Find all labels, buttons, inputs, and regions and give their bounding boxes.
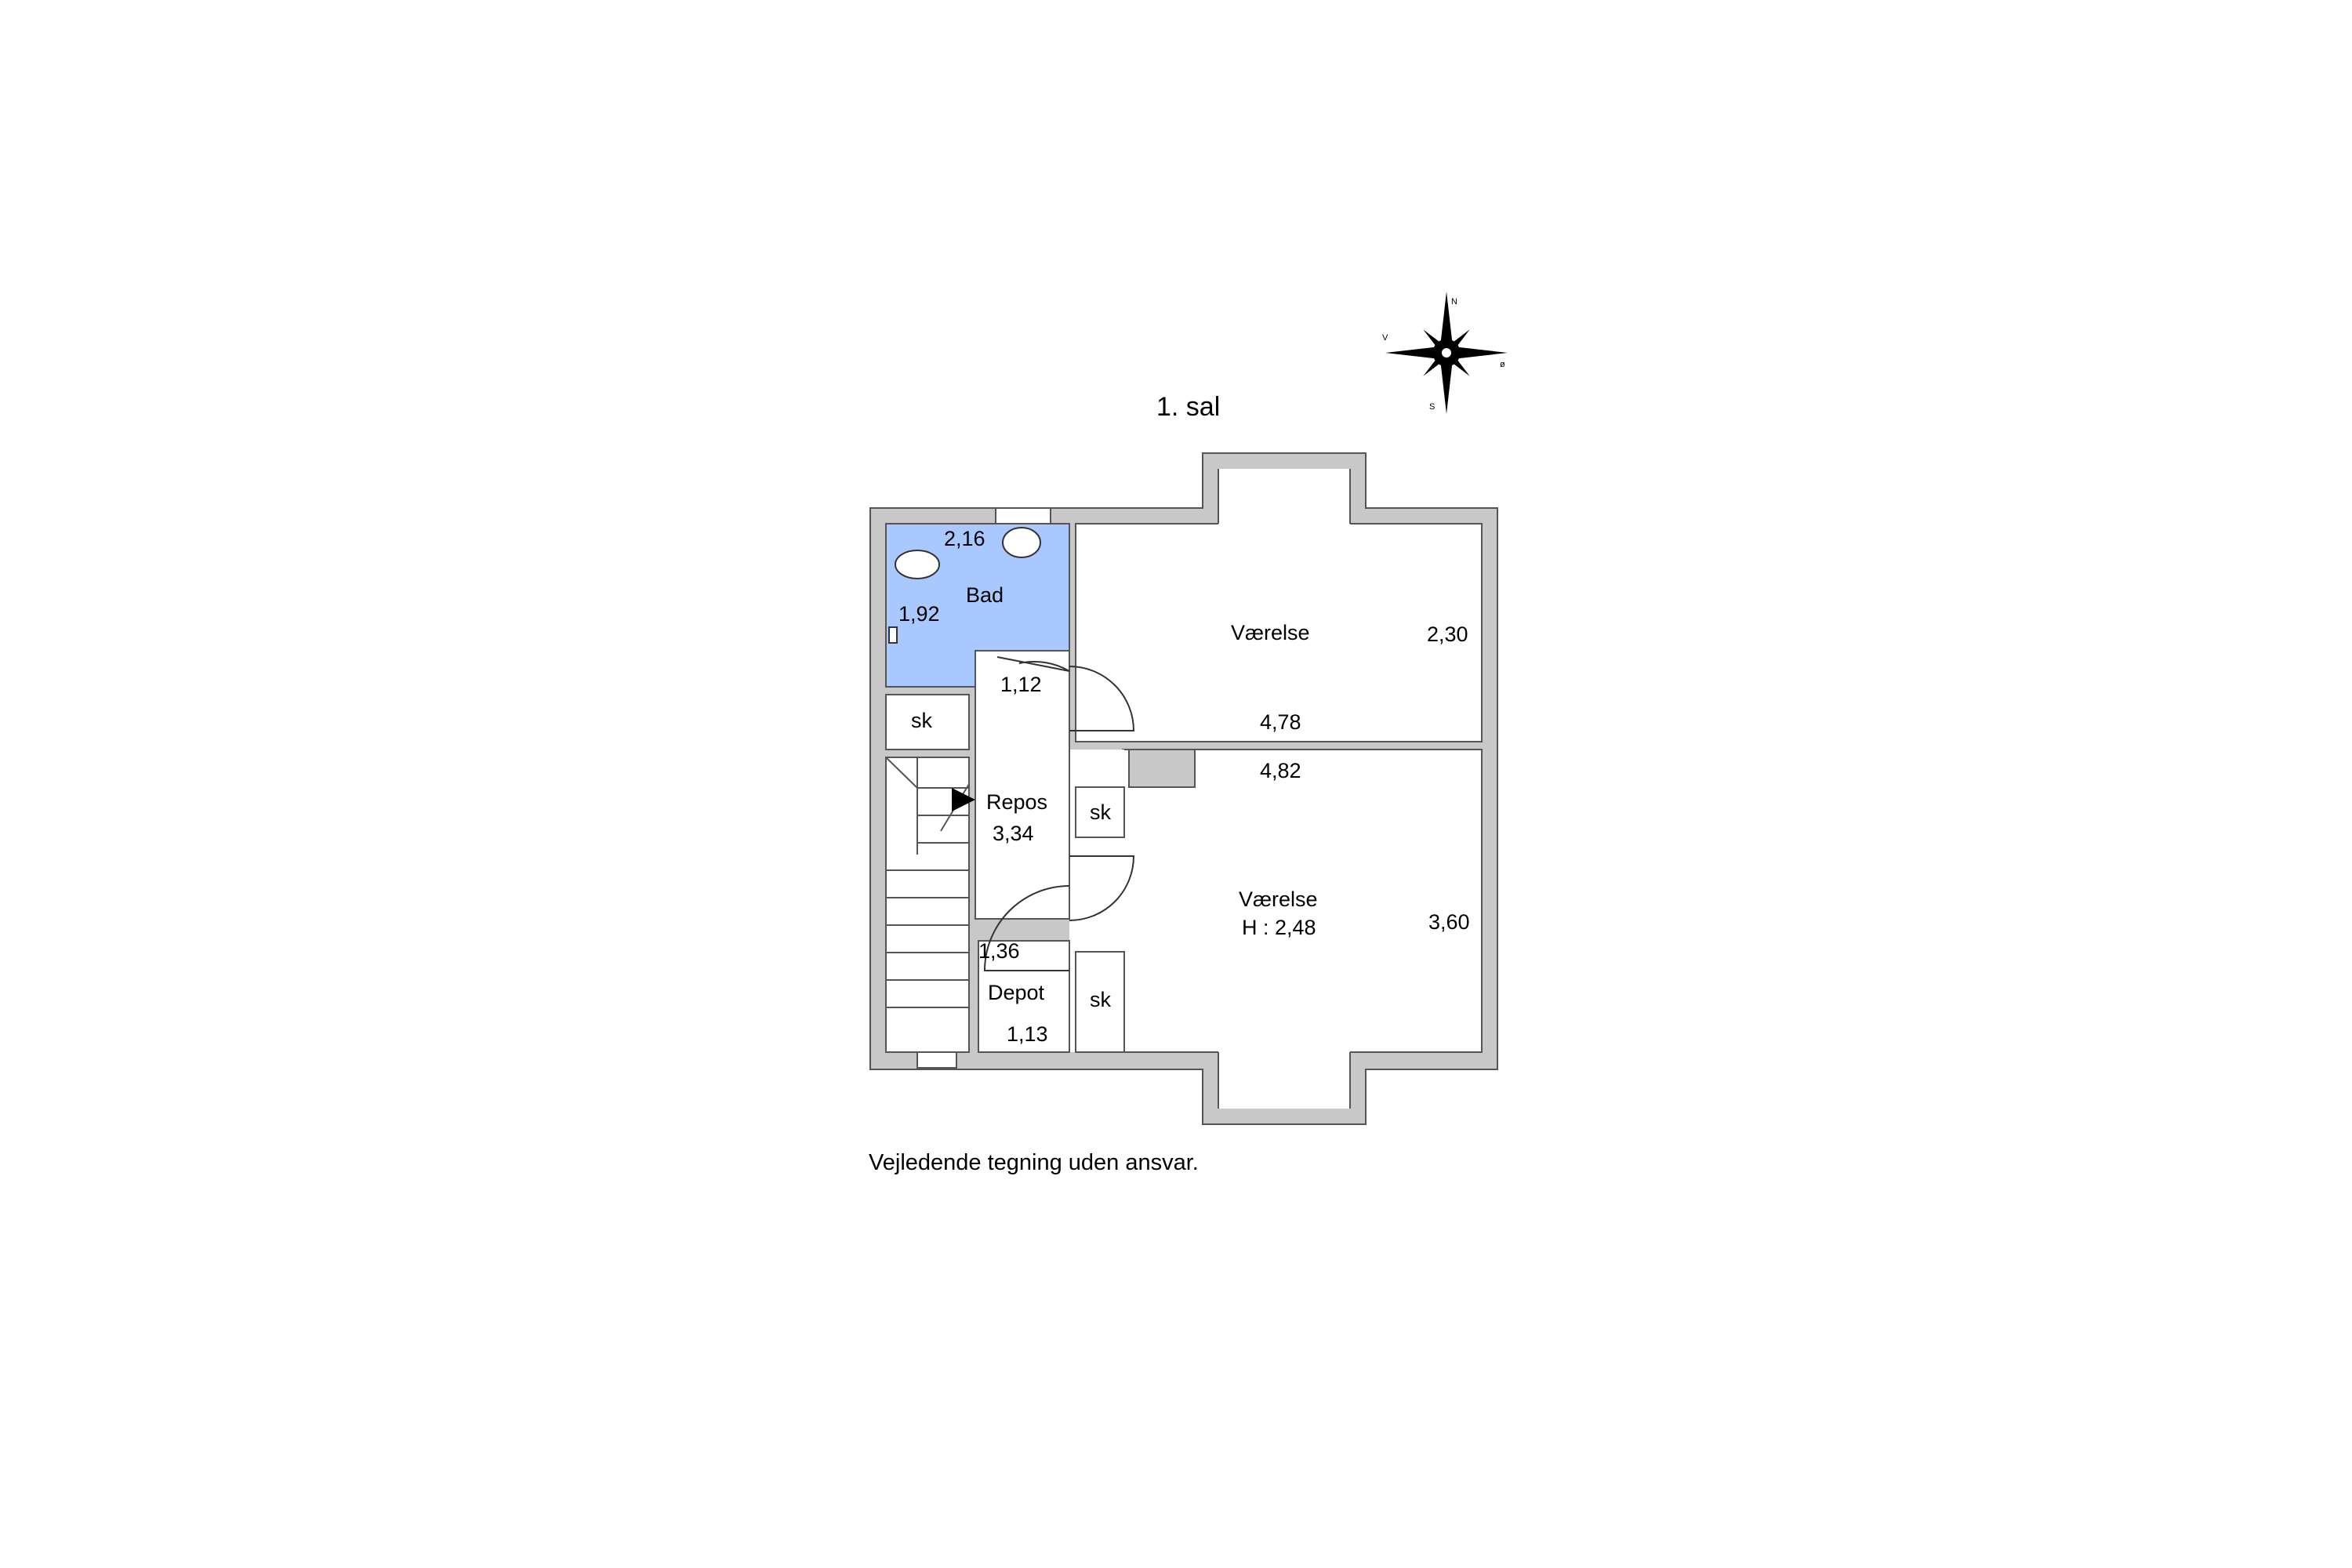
bay-window-top-recess bbox=[1218, 469, 1350, 525]
compass-west-label: V bbox=[1382, 333, 1388, 343]
dim-vaerelse-bottom-width: 4,82 bbox=[1260, 759, 1301, 782]
staircase bbox=[885, 757, 975, 1053]
label-sk-low: sk bbox=[1090, 988, 1112, 1011]
dim-repos-length: 3,34 bbox=[993, 822, 1034, 845]
closet-sk-top bbox=[885, 694, 970, 750]
door-vaerelse-top[interactable] bbox=[1069, 666, 1135, 731]
closet-sk-low bbox=[1075, 951, 1125, 1053]
dim-vaerelse-bottom-height: 3,60 bbox=[1428, 910, 1470, 934]
dim-depot-height: 1,36 bbox=[978, 939, 1020, 963]
dim-bad-height: 1,92 bbox=[898, 602, 940, 626]
bay-window-bottom-recess bbox=[1218, 1051, 1350, 1109]
compass-north-label: N bbox=[1451, 297, 1457, 307]
compass-east-label: ø bbox=[1500, 360, 1505, 369]
label-sk-top: sk bbox=[911, 709, 933, 732]
dim-depot-width: 1,13 bbox=[1007, 1022, 1048, 1046]
floor-title: 1. sal bbox=[1156, 392, 1220, 422]
bathroom-window bbox=[995, 507, 1051, 524]
label-repos: Repos bbox=[986, 790, 1047, 814]
dim-bad-width: 2,16 bbox=[944, 527, 985, 550]
room-depot bbox=[978, 940, 1070, 1053]
label-vaerelse-bottom-height: H : 2,48 bbox=[1242, 916, 1316, 939]
dim-vaerelse-top-width: 4,78 bbox=[1260, 710, 1301, 734]
sink-icon bbox=[1002, 527, 1041, 558]
compass-south-label: S bbox=[1429, 402, 1435, 412]
room-vaerelse-bottom bbox=[1122, 749, 1483, 1053]
label-sk-mid: sk bbox=[1090, 800, 1112, 824]
compass-icon: N S V ø bbox=[1382, 292, 1508, 414]
label-vaerelse-bottom: Værelse bbox=[1239, 887, 1318, 911]
closet-sk-mid bbox=[1075, 786, 1125, 838]
room-repos bbox=[975, 650, 1070, 920]
stair-window bbox=[916, 1051, 957, 1069]
disclaimer-caption: Vejledende tegning uden ansvar. bbox=[869, 1150, 1199, 1175]
room-vaerelse-top bbox=[1075, 523, 1483, 742]
toilet-icon bbox=[895, 550, 940, 579]
label-vaerelse-top: Værelse bbox=[1231, 621, 1310, 644]
door-bad[interactable] bbox=[996, 656, 1070, 672]
dim-vaerelse-top-height: 2,30 bbox=[1427, 622, 1468, 646]
door-depot[interactable] bbox=[983, 885, 1070, 971]
shower-icon bbox=[888, 626, 898, 644]
label-bad: Bad bbox=[966, 583, 1004, 607]
dim-hall-top: 1,12 bbox=[1000, 673, 1042, 696]
door-vaerelse-bottom[interactable] bbox=[1069, 855, 1135, 921]
chimney-block bbox=[1128, 749, 1196, 788]
label-depot: Depot bbox=[988, 981, 1045, 1004]
